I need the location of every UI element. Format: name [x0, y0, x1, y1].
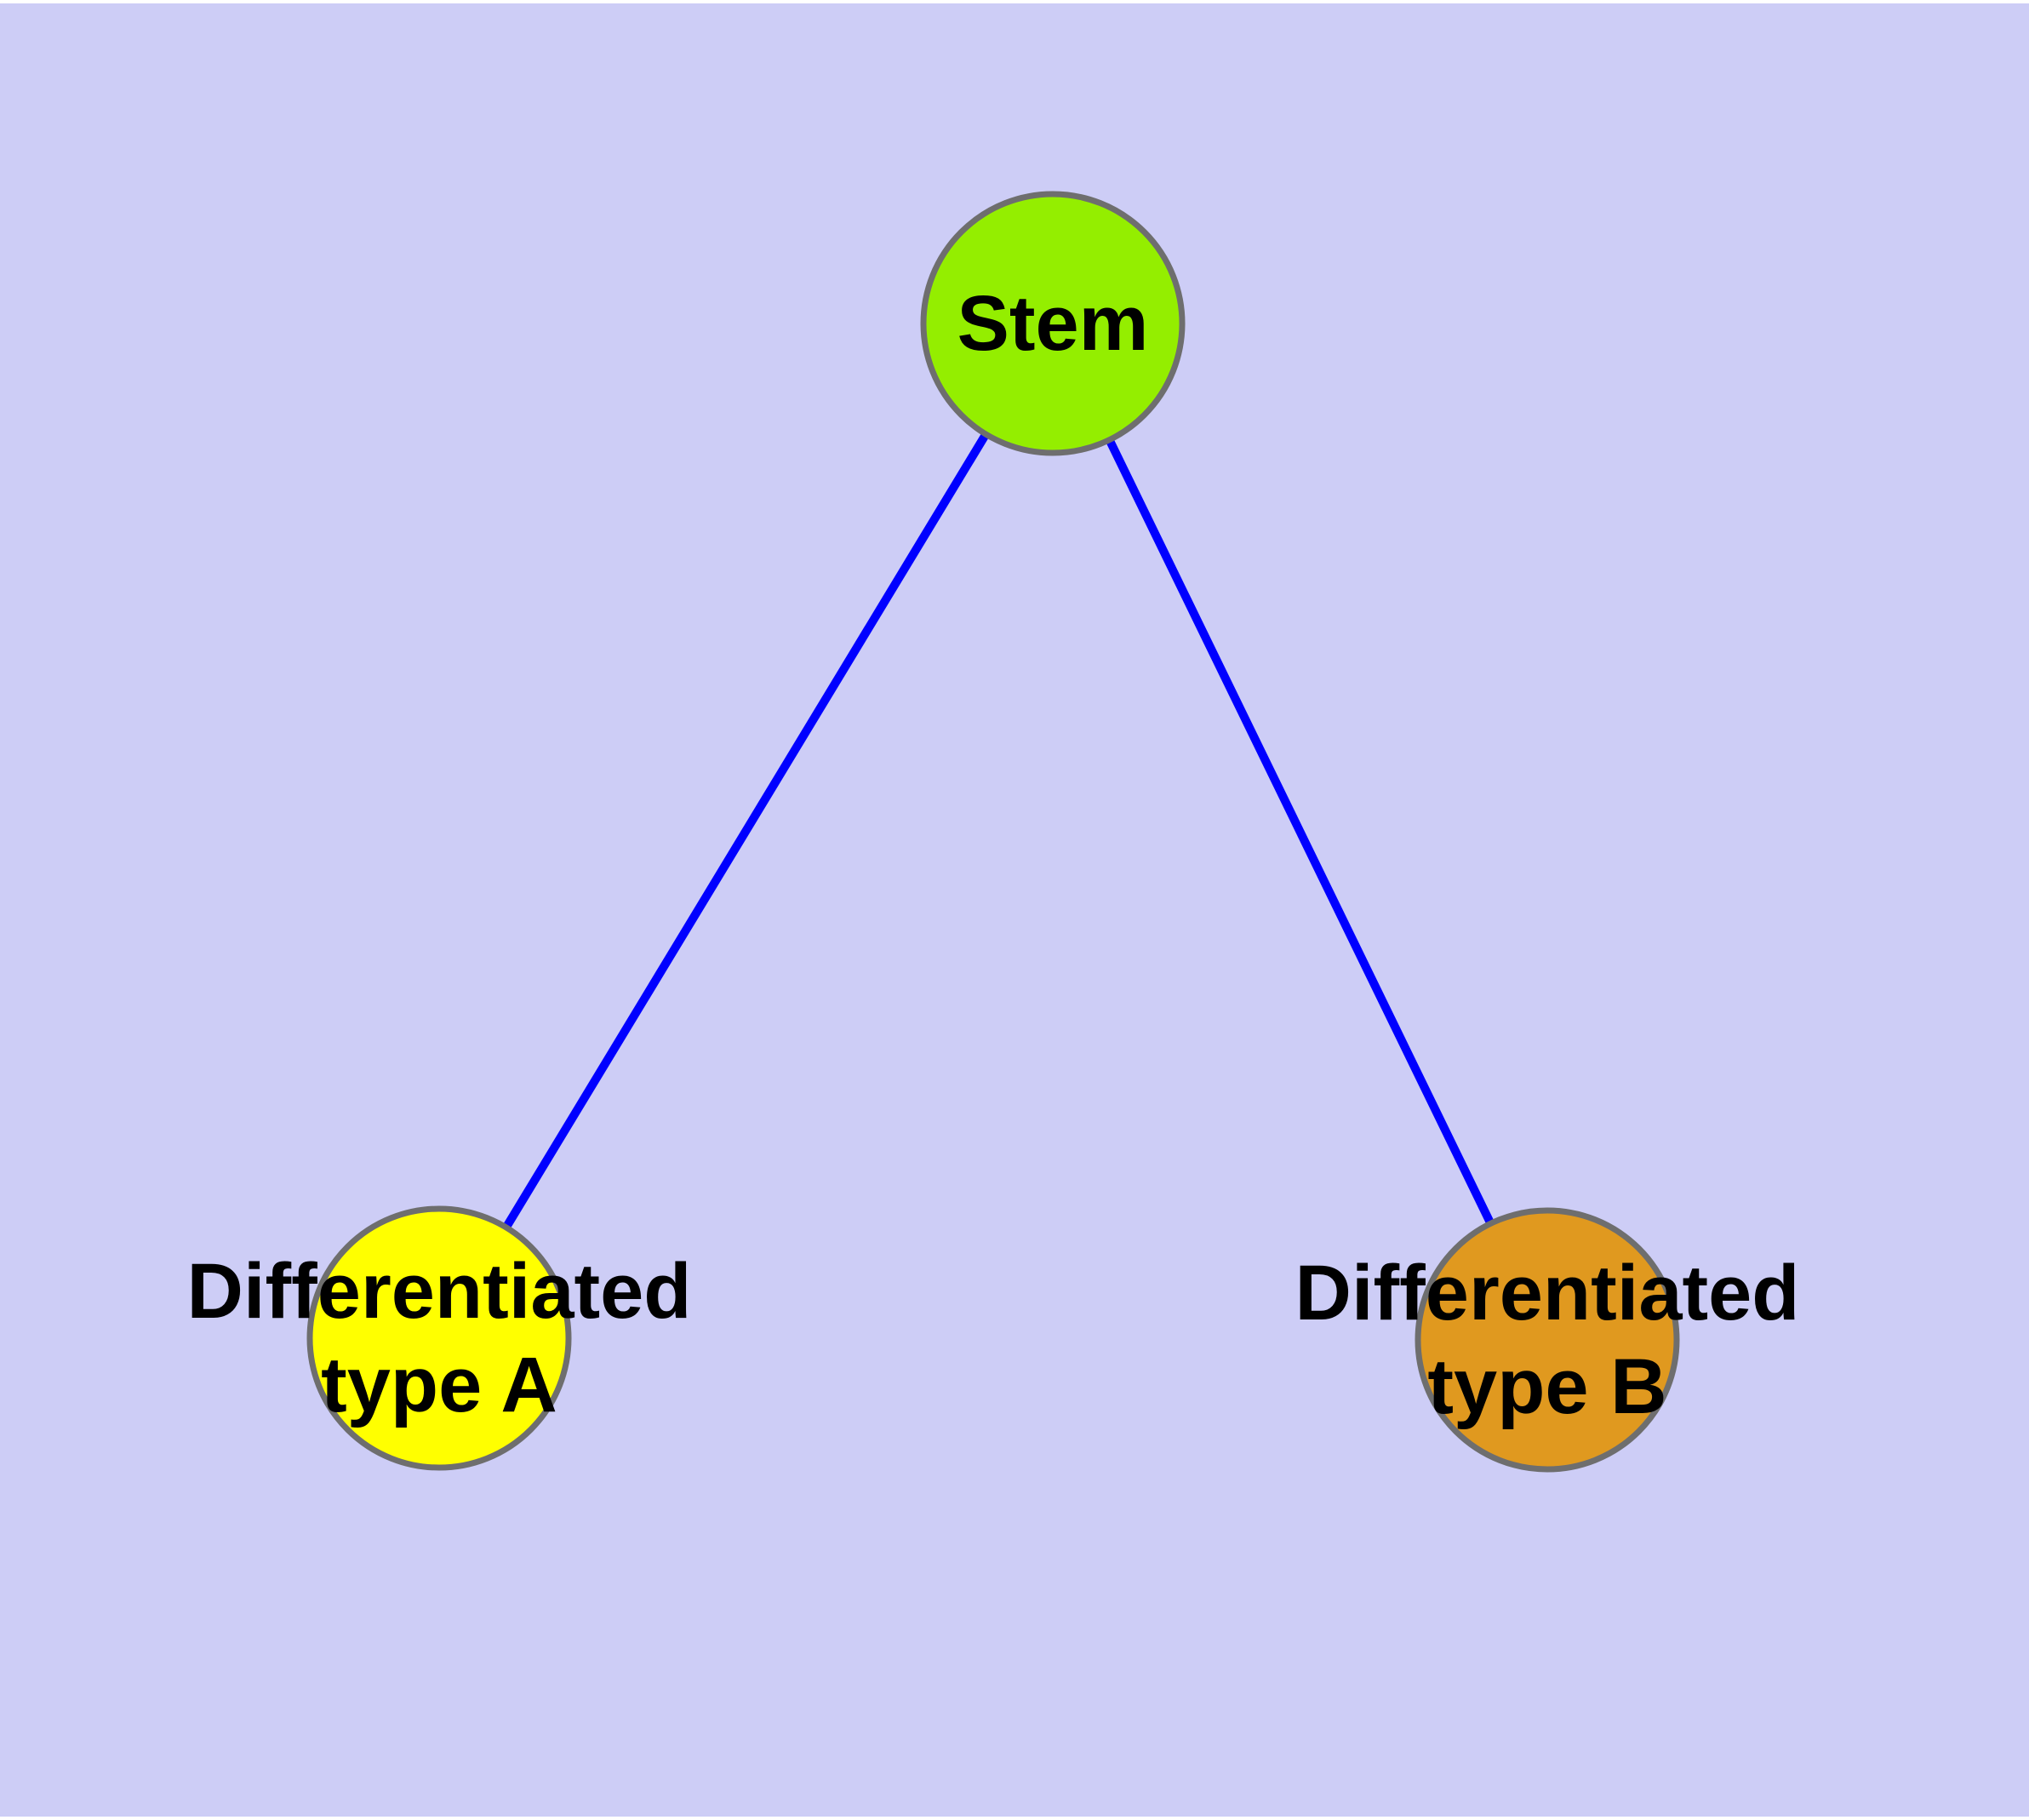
- edge-stem-to-typeB: [1049, 321, 1552, 1342]
- node-label-line: type B: [1427, 1343, 1666, 1430]
- node-label-line: type A: [321, 1342, 557, 1428]
- node-circle-typeA: [306, 1205, 572, 1471]
- edge-stem-to-typeA: [435, 321, 1057, 1341]
- nodes-layer: [306, 191, 1680, 1473]
- node-label-line: Differentiated: [187, 1248, 692, 1335]
- node-label-stem: Stem: [957, 280, 1149, 367]
- node-label-line: Stem: [957, 280, 1149, 367]
- node-label-line: Differentiated: [1295, 1250, 1800, 1336]
- edges-layer: [435, 321, 1552, 1342]
- node-circle-typeB: [1415, 1207, 1680, 1473]
- node-circle-stem: [920, 191, 1186, 456]
